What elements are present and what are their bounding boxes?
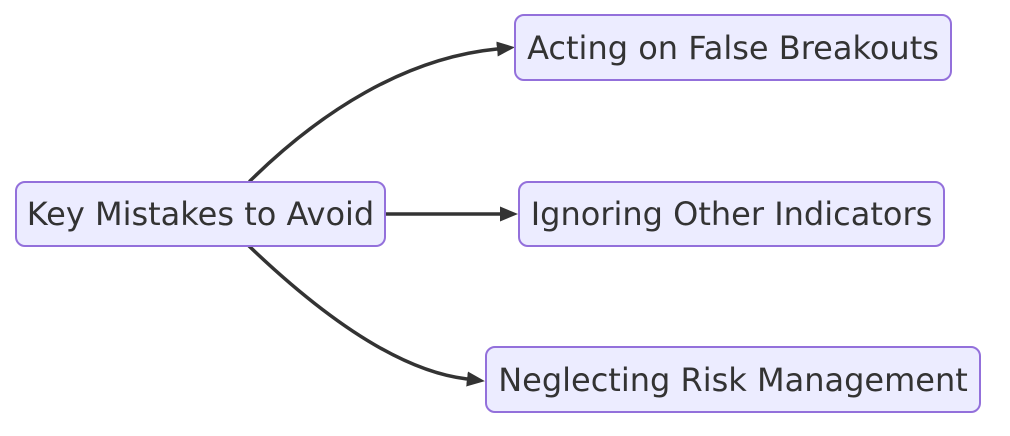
node-acting-on-false-breakouts: Acting on False Breakouts xyxy=(514,14,952,81)
node-label: Neglecting Risk Management xyxy=(498,360,968,399)
node-neglecting-risk-management: Neglecting Risk Management xyxy=(485,346,981,413)
edge-root-to-child3 xyxy=(247,244,485,387)
node-label: Ignoring Other Indicators xyxy=(530,195,933,233)
node-key-mistakes-to-avoid: Key Mistakes to Avoid xyxy=(15,181,386,247)
node-ignoring-other-indicators: Ignoring Other Indicators xyxy=(518,181,945,247)
edge-root-to-child1 xyxy=(248,41,515,183)
node-label: Key Mistakes to Avoid xyxy=(26,195,375,233)
node-label: Acting on False Breakouts xyxy=(527,28,939,67)
